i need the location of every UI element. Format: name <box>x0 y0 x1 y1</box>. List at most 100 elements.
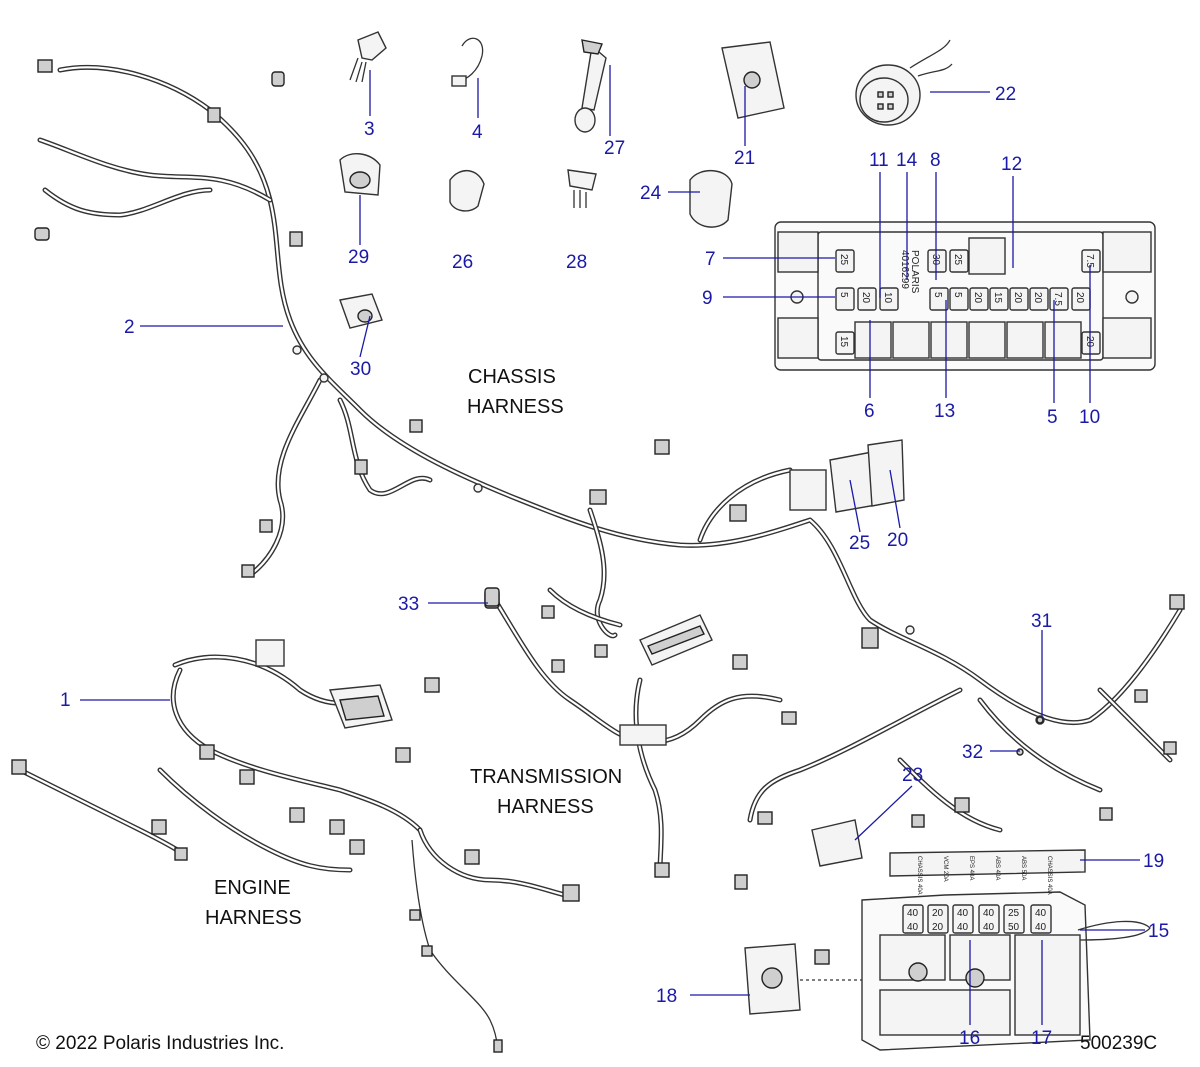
fuse-label-strip-item: CHASSIS 40A <box>916 856 922 895</box>
callout-26: 26 <box>452 252 473 273</box>
callout-5: 5 <box>1047 407 1058 428</box>
lower-fuse-rating: 40 <box>957 908 969 919</box>
upper-fuse-0: 25 <box>835 249 855 273</box>
callout-1: 1 <box>60 690 71 711</box>
callout-9: 9 <box>702 288 713 309</box>
lower-fuse-9: 50 <box>1008 922 1020 933</box>
callout-16: 16 <box>959 1028 980 1049</box>
lower-fuse-rating: 40 <box>1035 908 1047 919</box>
callout-25: 25 <box>849 533 870 554</box>
callout-14: 14 <box>896 150 918 171</box>
upper-fuse-10: 15 <box>989 287 1009 311</box>
callout-12: 12 <box>1001 154 1022 175</box>
callout-21: 21 <box>734 148 755 169</box>
fuse-label-strip-item: EPS 40A <box>968 856 974 880</box>
callout-4: 4 <box>472 122 483 143</box>
upper-fuse-15: 15 <box>835 331 855 355</box>
callout-19: 19 <box>1143 851 1164 872</box>
fuse-label-strip-text: CHASSIS 40A VCM 20A EPS 40A ABS 40A ABS 50A C… <box>916 856 1052 895</box>
upper-fuse-rating: 20 <box>860 292 871 304</box>
drawing-number: 500239C <box>1080 1033 1157 1054</box>
callout-22: 22 <box>995 84 1016 105</box>
transmission-harness-label-line1: TRANSMISSION <box>470 766 622 788</box>
upper-fuse-7: 5 <box>929 287 949 311</box>
callout-13: 13 <box>934 401 955 422</box>
lower-fuse-rating: 40 <box>907 922 919 933</box>
upper-fuse-2: 25 <box>949 249 969 273</box>
chassis-harness-label-line2: HARNESS <box>467 396 564 418</box>
lower-fuse-1: 40 <box>907 922 919 933</box>
callout-33: 33 <box>398 594 419 615</box>
relay-bracket-part <box>811 819 863 867</box>
terminal-part <box>1036 716 1044 724</box>
callout-7: 7 <box>705 249 716 270</box>
lower-fuse-10: 40 <box>1030 904 1052 934</box>
callout-29: 29 <box>348 247 369 268</box>
upper-fuse-16: 20 <box>1081 331 1101 355</box>
fuse-label-strip-item: ABS 50A <box>1020 856 1026 880</box>
upper-fuse-6: 10 <box>879 287 899 311</box>
lower-fuse-8: 25 <box>1003 904 1025 934</box>
upper-fuse-rating: 15 <box>838 336 849 348</box>
upper-fuse-14: 20 <box>1071 287 1091 311</box>
fuse-box-part-number: 4016299 <box>899 250 910 289</box>
callout-32: 32 <box>962 742 983 763</box>
callout-24: 24 <box>640 183 662 204</box>
lower-fuse-rating: 40 <box>957 922 969 933</box>
lower-fuse-rating: 40 <box>983 922 995 933</box>
lower-fuse-rating: 20 <box>932 908 944 919</box>
upper-fuse-rating: 5 <box>952 292 963 298</box>
fuse-label-strip-item: CHASSIS 40A <box>1046 856 1052 895</box>
upper-fuse-rating: 5 <box>838 292 849 298</box>
lower-fuse-rating: 20 <box>932 922 944 933</box>
upper-fuse-rating: 7.5 <box>1084 254 1095 268</box>
harness-labels: CHASSIS HARNESS TRANSMISSION HARNESS ENG… <box>205 366 622 929</box>
callout-18: 18 <box>656 986 677 1007</box>
upper-fuse-rating: 5 <box>932 292 943 298</box>
terminal-lock-part <box>867 439 905 507</box>
tie-mount-part <box>581 44 607 111</box>
callout-11: 11 <box>869 150 889 171</box>
boot-cap-part <box>449 170 485 212</box>
callout-31: 31 <box>1031 611 1052 632</box>
callout-8: 8 <box>930 150 941 171</box>
terminal-pin-part <box>1016 748 1024 756</box>
callout-2: 2 <box>124 317 135 338</box>
lower-fuse-7: 40 <box>983 922 995 933</box>
upper-fuse-rating: 25 <box>952 254 963 266</box>
upper-fuse-rating: 15 <box>992 292 1003 304</box>
lower-fuse-rating: 25 <box>1008 908 1020 919</box>
callout-3: 3 <box>364 119 375 140</box>
chassis-harness-label-line1: CHASSIS <box>468 366 556 388</box>
fuse-label-strip-item: VCM 20A <box>942 856 948 882</box>
upper-fuse-1: 30 <box>927 249 947 273</box>
lower-fuse-rating: 40 <box>1035 922 1047 933</box>
upper-fuse-9: 20 <box>969 287 989 311</box>
upper-fuse-5: 20 <box>857 287 877 311</box>
leader-lines <box>80 65 1145 1025</box>
lower-fuse-5: 40 <box>957 922 969 933</box>
upper-fuse-rating: 20 <box>1012 292 1023 304</box>
upper-fuse-rating: 20 <box>1032 292 1043 304</box>
callout-27: 27 <box>604 138 625 159</box>
cable-tie-part <box>459 37 484 81</box>
fir-tree-clip-part <box>567 169 597 191</box>
callout-28: 28 <box>566 252 587 273</box>
lower-fuse-11: 40 <box>1035 922 1047 933</box>
lower-fuse-rating: 40 <box>907 908 919 919</box>
small-parts-drawings <box>339 31 1044 1015</box>
chassis-harness-drawing <box>34 59 1185 965</box>
upper-fuse-8: 5 <box>949 287 969 311</box>
callout-10: 10 <box>1079 407 1100 428</box>
upper-fuse-13: 7.5 <box>1049 287 1069 311</box>
lower-fuse-rating: 40 <box>983 908 995 919</box>
lower-fuse-slots: 40 40 20 20 40 40 40 40 25 50 40 40 <box>902 904 1052 934</box>
fuse-box-brand: POLARIS <box>909 250 920 294</box>
lower-fuse-box: 40 40 20 20 40 40 40 40 25 50 40 40 CHASSIS 40A VCM … <box>861 849 1151 1051</box>
callout-numbers: 1 2 3 4 5 6 7 8 9 10 11 12 13 14 15 16 1… <box>60 84 1169 1049</box>
fuse-label-strip-item: ABS 40A <box>994 856 1000 880</box>
upper-fuse-11: 20 <box>1009 287 1029 311</box>
upper-fuse-rating: 25 <box>838 254 849 266</box>
lower-fuse-6: 40 <box>978 904 1000 934</box>
